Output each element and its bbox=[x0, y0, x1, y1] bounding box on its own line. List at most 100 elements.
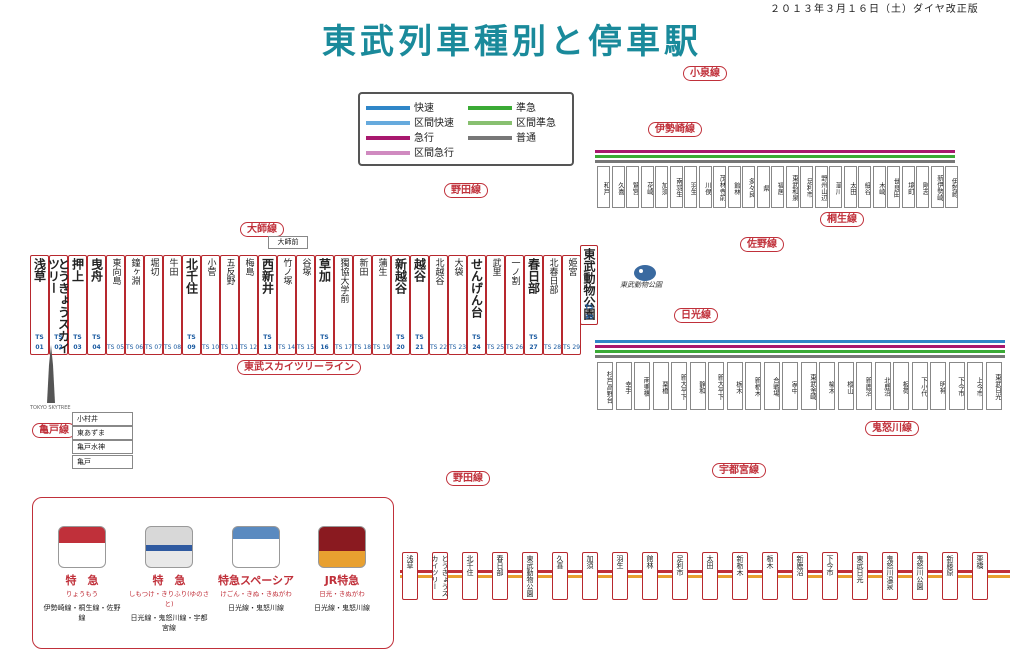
station-name: 大袋 bbox=[452, 258, 463, 276]
station-code: TS 04 bbox=[92, 334, 101, 351]
station-name: 北越谷 bbox=[433, 258, 444, 285]
main-station-19: 蒲生 TS 19 bbox=[372, 255, 391, 355]
isesaki-station-18: 太田 bbox=[843, 166, 857, 208]
isesaki-semi bbox=[595, 155, 955, 158]
station-code: TS 28 bbox=[544, 344, 562, 351]
label-kinugawa-line: 鬼怒川線 bbox=[865, 421, 919, 436]
isesaki-station-25: 伊勢崎 bbox=[945, 166, 958, 208]
legend-item-semi-express: 準急 bbox=[468, 99, 536, 114]
legend-swatch-section-semi-express bbox=[468, 121, 512, 125]
station-code: TS 18 bbox=[354, 344, 372, 351]
label-kiryu-line: 桐生線 bbox=[820, 212, 864, 227]
nikko-station-19: 明神 bbox=[930, 362, 946, 410]
nikko-station-1: 杉戸高野台 bbox=[597, 362, 613, 410]
label-koizumi-line: 小泉線 bbox=[683, 66, 727, 81]
isesaki-station-1: 和戸 bbox=[597, 166, 610, 208]
ltd-spacia: 特急スペーシア けごん・きぬ・きぬがわ 日光線・鬼怒川線 bbox=[215, 526, 297, 613]
nikko-station-8: 栃木 bbox=[726, 362, 743, 410]
isesaki-station-11: 多々良 bbox=[742, 166, 755, 208]
station-name: 鐘ヶ淵 bbox=[129, 258, 140, 285]
station-name: とうきょうスカイツリー bbox=[46, 258, 71, 354]
nikko-station-16: 北鹿沼 bbox=[874, 362, 891, 410]
isesaki-station-16: 野州山辺 bbox=[814, 166, 828, 208]
train-ryoumou-icon bbox=[58, 526, 106, 568]
legend-item-section-semi-express: 区間準急 bbox=[468, 114, 556, 129]
station-code: TS 05 bbox=[107, 344, 125, 351]
legend-swatch-semi-express bbox=[468, 106, 512, 110]
nikko-station-7: 新大平下 bbox=[708, 362, 724, 410]
nikko-station-22: 東武日光 bbox=[985, 362, 1002, 410]
isesaki-station-17: 韮川 bbox=[829, 166, 842, 208]
elephant-mascot-icon bbox=[632, 262, 658, 282]
main-station-14: 竹ノ塚 TS 14 bbox=[277, 255, 296, 355]
station-code: TS 11 bbox=[221, 344, 239, 351]
main-station-13: 西新井 TS 13 bbox=[258, 255, 277, 355]
isesaki-express bbox=[595, 150, 955, 153]
ltd-route-station-19: 新藤原 bbox=[942, 552, 958, 600]
legend-item-local: 普通 bbox=[468, 129, 536, 144]
ltd-route-station-11: 太田 bbox=[702, 552, 718, 600]
station-name: 春日部 bbox=[526, 258, 541, 294]
limited-express-box: 特 急 りょうもう 伊勢崎線・桐生線・佐野線 特 急 しもつけ・きりふり(ゆのさ… bbox=[32, 497, 394, 649]
skytree-caption: TOKYO SKYTREE bbox=[30, 405, 71, 411]
dobutsu-koen-logo-text: 東武動物公園 bbox=[620, 281, 662, 289]
ltd-jr: JR特急 日光・きぬがわ 日光線・鬼怒川線 bbox=[301, 526, 383, 613]
nikko-station-9: 新栃木 bbox=[745, 362, 761, 410]
isesaki-station-3: 鷲宮 bbox=[626, 166, 639, 208]
station-name: 北春日部 bbox=[547, 258, 558, 294]
label-sano-line: 佐野線 bbox=[740, 237, 784, 252]
station-code: TS 16 bbox=[320, 334, 329, 351]
nikko-station-4: 栗橋 bbox=[652, 362, 669, 410]
ltd-route-station-16: 東武日光 bbox=[852, 552, 868, 600]
isesaki-station-4: 花崎 bbox=[640, 166, 654, 208]
ltd-route-station-7: 加須 bbox=[582, 552, 598, 600]
station-name: 竹ノ塚 bbox=[281, 258, 292, 285]
train-jr-icon bbox=[318, 526, 366, 568]
station-name: 蒲生 bbox=[376, 258, 387, 276]
station-code: TS 03 bbox=[73, 334, 82, 351]
legend-swatch-express bbox=[366, 136, 410, 140]
revision-date: ２０１３年３月１６日（土）ダイヤ改正版 bbox=[770, 4, 979, 15]
isesaki-station-22: 境町 bbox=[901, 166, 915, 208]
isesaki-station-10: 館林 bbox=[727, 166, 741, 208]
station-name: 牛田 bbox=[167, 258, 178, 276]
station-code: TS 02 bbox=[54, 334, 63, 351]
isesaki-station-19: 細谷 bbox=[858, 166, 871, 208]
legend: 快速 区間快速 急行 区間急行 準急 区間準急 普通 bbox=[358, 92, 574, 166]
isesaki-station-2: 久喜 bbox=[611, 166, 625, 208]
station-name: 西新井 bbox=[260, 258, 275, 294]
legend-item-section-express: 区間急行 bbox=[366, 144, 454, 159]
nikko-station-13: 楡木 bbox=[819, 362, 835, 410]
isesaki-station-14: 東武和泉 bbox=[785, 166, 799, 208]
station-code: TS 14 bbox=[278, 344, 296, 351]
station-name: せんげん台 bbox=[469, 258, 484, 318]
label-isesaki-line: 伊勢崎線 bbox=[648, 122, 702, 137]
station-code: TS 13 bbox=[263, 334, 272, 351]
station-code: TS 19 bbox=[373, 344, 391, 351]
nikko-rapid bbox=[595, 340, 1005, 343]
ltd-route-station-6: 久喜 bbox=[552, 552, 568, 600]
isesaki-station-20: 木崎 bbox=[872, 166, 886, 208]
nikko-station-20: 下今市 bbox=[948, 362, 965, 410]
legend-item-express: 急行 bbox=[366, 129, 434, 144]
station-name: 押上 bbox=[70, 258, 85, 282]
ltd-route-station-4: 春日部 bbox=[492, 552, 508, 600]
station-code: TS 25 bbox=[487, 344, 505, 351]
legend-swatch-section-rapid bbox=[366, 121, 410, 125]
train-shimotsuke-icon bbox=[145, 526, 193, 568]
nikko-station-2: 幸手 bbox=[615, 362, 632, 410]
